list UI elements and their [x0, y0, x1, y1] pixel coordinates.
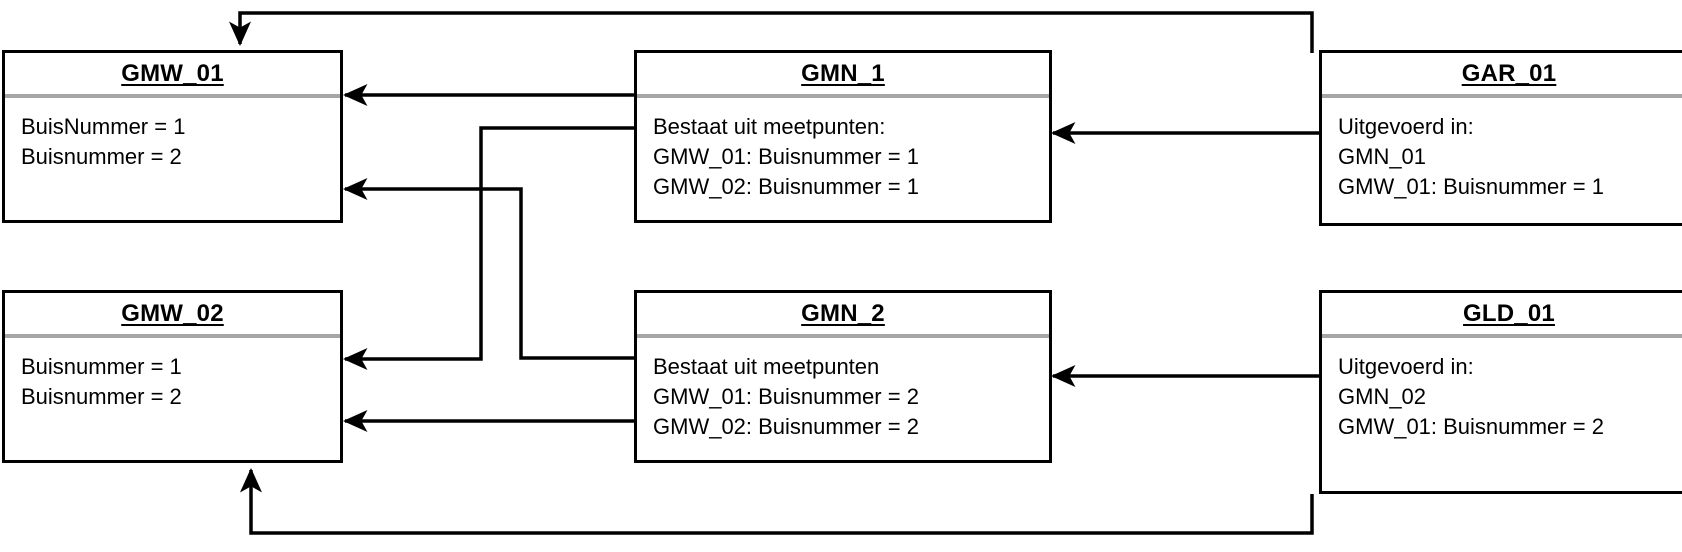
- node-header-gmn-2: GMN_2: [637, 293, 1049, 338]
- node-attribute: GMW_01: Buisnummer = 2: [1338, 414, 1604, 439]
- node-gld-01[interactable]: GLD_01 Uitgevoerd in: GMN_02 GMW_01: Bui…: [1319, 290, 1682, 494]
- node-attribute: GMN_01: [1338, 144, 1427, 169]
- node-gmn-2[interactable]: GMN_2 Bestaat uit meetpunten GMW_01: Bui…: [634, 290, 1052, 463]
- node-gmn-1[interactable]: GMN_1 Bestaat uit meetpunten: GMW_01: Bu…: [634, 50, 1052, 223]
- node-attribute: Buisnummer = 2: [21, 384, 182, 409]
- node-attribute: Buisnummer = 2: [21, 144, 182, 169]
- node-attribute: Uitgevoerd in:: [1338, 354, 1474, 379]
- node-header-gmw-01: GMW_01: [5, 53, 340, 98]
- connector-gmn1-to-gmw02: [342, 126, 635, 371]
- node-body-gar-01: Uitgevoerd in: GMN_01 GMW_01: Buisnummer…: [1322, 98, 1682, 223]
- node-attribute: GMW_02: Buisnummer = 1: [653, 174, 919, 199]
- node-attribute: GMW_01: Buisnummer = 2: [653, 384, 919, 409]
- node-header-gld-01: GLD_01: [1322, 293, 1682, 338]
- node-title-gar-01: GAR_01: [1461, 59, 1557, 87]
- connector-gar01-to-gmw01-top: [228, 11, 1314, 53]
- node-attribute: GMW_01: Buisnummer = 1: [653, 144, 919, 169]
- node-body-gmn-2: Bestaat uit meetpunten GMW_01: Buisnumme…: [637, 338, 1049, 460]
- node-title-gmn-1: GMN_1: [801, 59, 885, 87]
- node-title-gmn-2: GMN_2: [801, 299, 885, 327]
- node-body-gld-01: Uitgevoerd in: GMN_02 GMW_01: Buisnummer…: [1322, 338, 1682, 491]
- node-attribute: Buisnummer = 1: [21, 354, 182, 379]
- connector-gmn2-to-gmw01: [342, 177, 635, 360]
- node-attribute: Bestaat uit meetpunten: [653, 354, 880, 379]
- node-title-gmw-02: GMW_02: [121, 299, 224, 327]
- node-title-gld-01: GLD_01: [1463, 299, 1555, 327]
- node-attribute: GMW_01: Buisnummer = 1: [1338, 174, 1604, 199]
- connector-gld01-to-gmw02-bottom: [239, 467, 1314, 535]
- node-gmw-01[interactable]: GMW_01 BuisNummer = 1 Buisnummer = 2: [2, 50, 343, 223]
- node-attribute: BuisNummer = 1: [21, 114, 186, 139]
- node-header-gar-01: GAR_01: [1322, 53, 1682, 98]
- node-attribute: GMN_02: [1338, 384, 1427, 409]
- node-gmw-02[interactable]: GMW_02 Buisnummer = 1 Buisnummer = 2: [2, 290, 343, 463]
- node-header-gmn-1: GMN_1: [637, 53, 1049, 98]
- node-header-gmw-02: GMW_02: [5, 293, 340, 338]
- node-attribute: Uitgevoerd in:: [1338, 114, 1474, 139]
- node-body-gmn-1: Bestaat uit meetpunten: GMW_01: Buisnumm…: [637, 98, 1049, 220]
- node-body-gmw-02: Buisnummer = 1 Buisnummer = 2: [5, 338, 340, 460]
- node-body-gmw-01: BuisNummer = 1 Buisnummer = 2: [5, 98, 340, 220]
- node-attribute: Bestaat uit meetpunten:: [653, 114, 886, 139]
- node-title-gmw-01: GMW_01: [121, 59, 224, 87]
- node-gar-01[interactable]: GAR_01 Uitgevoerd in: GMN_01 GMW_01: Bui…: [1319, 50, 1682, 226]
- node-attribute: GMW_02: Buisnummer = 2: [653, 414, 919, 439]
